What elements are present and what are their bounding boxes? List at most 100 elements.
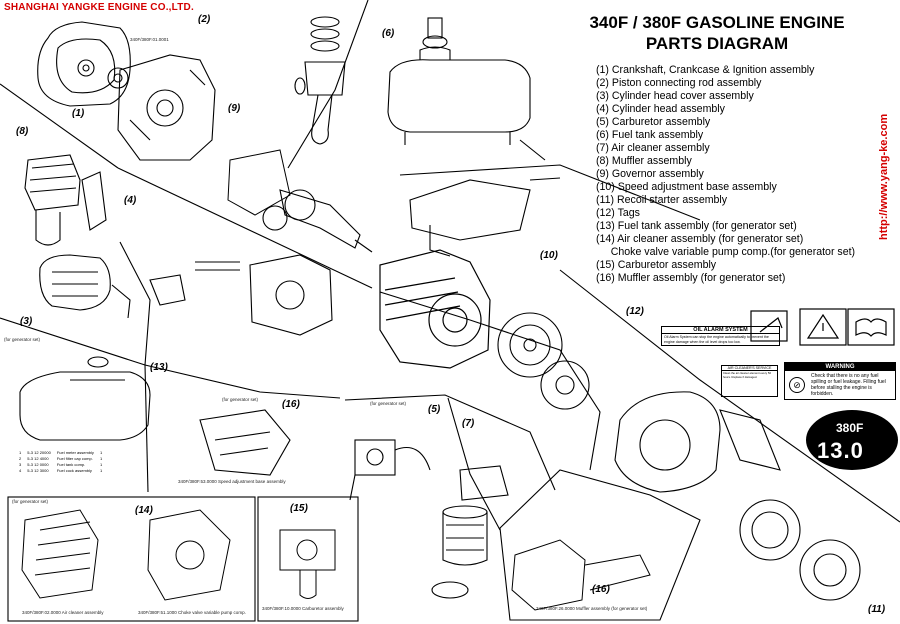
legend-item: (3) Cylinder head cover assembly	[596, 90, 754, 102]
model-badge-shape	[806, 410, 898, 470]
air-cleaner-service-title: AIR CLEANER'S SERVICE	[722, 366, 777, 371]
legend-item: (15) Carburetor assembly	[596, 259, 717, 271]
company-name: SHANGHAI YANGKE ENGINE CO.,LTD.	[4, 2, 194, 13]
air-cleaner-caption: 340F/380F.02.0000 Air cleaner assembly	[22, 610, 104, 615]
gen-muffler-drawing	[511, 539, 651, 611]
divider-line	[119, 241, 151, 366]
section-label-5: (5)	[428, 404, 441, 415]
section-label-16: (16)	[282, 399, 300, 410]
legend-item: (13) Fuel tank assembly (for generator s…	[596, 220, 797, 232]
section-label-1: (1)	[72, 108, 85, 119]
divider-line	[0, 83, 119, 169]
legend-item: (16) Muffler assembly (for generator set…	[596, 272, 786, 284]
gasket-drawing	[227, 149, 291, 216]
choke-valve-caption: 340F/380F.51.1000 Choke valve variable p…	[138, 610, 246, 615]
divider-line	[399, 164, 701, 221]
legend-item: (9) Governor assembly	[596, 168, 704, 180]
flywheel-drawing	[497, 312, 590, 410]
tag-icons	[750, 308, 895, 346]
no-fire-icon: ⊘	[789, 377, 805, 393]
gen-muffler-caption: 340F/380F.26.0000 Muffler assembly (for …	[536, 606, 648, 611]
section-label-10: (10)	[540, 250, 558, 261]
section-label-4: (4)	[124, 195, 137, 206]
crankcase-drawing	[117, 54, 216, 161]
legend-item: (12) Tags	[596, 207, 640, 219]
model-badge-power: 13.0	[817, 438, 864, 463]
legend-item: (14) Air cleaner assembly (for generator…	[596, 233, 804, 245]
gen-carb-drawing	[279, 529, 336, 599]
speed-base-caption: 340F/380F.53.0000 Speed adjustment base …	[178, 479, 286, 484]
oil-alarm-title: OIL ALARM SYSTEM	[662, 327, 779, 334]
legend-item: (4) Cylinder head assembly	[596, 103, 725, 115]
gen-note-16: (for generator set)	[222, 397, 259, 402]
section-label-9: (9)	[228, 103, 241, 114]
assembly-legend: (1) Crankshaft, Crankcase & Ignition ass…	[596, 64, 855, 285]
legend-item: (5) Carburetor assembly	[596, 116, 711, 128]
box-14	[7, 496, 256, 622]
box-15	[257, 496, 359, 622]
legend-item: (6) Fuel tank assembly	[596, 129, 704, 141]
divider-line	[287, 0, 369, 169]
carburetor-caption: 340F/380F.10.0000 Carburetor assembly	[262, 606, 344, 611]
air-cleaner-service-tag: AIR CLEANER'S SERVICE Clean the air clea…	[721, 365, 778, 397]
tag-warning-icon	[799, 308, 847, 346]
section-label-16-muffler: (16)	[592, 584, 610, 595]
gen-note-5: (for generator set)	[370, 401, 407, 406]
air-cleaner-service-text: Clean the air cleaner element every 50 h…	[723, 371, 772, 379]
section-label-6: (6)	[382, 28, 395, 39]
legend-item: (11) Recoil starter assembly	[596, 194, 728, 206]
section-label-8: (8)	[16, 126, 29, 137]
piston-drawing	[294, 16, 346, 145]
gen-air-cleaner-drawing	[21, 509, 231, 601]
section-label-12: (12)	[626, 306, 644, 317]
oil-alarm-tag: OIL ALARM SYSTEM Oil Alarm System can st…	[661, 326, 780, 346]
fuel-tank-drawing	[387, 17, 531, 145]
section-label-14: (14)	[135, 505, 153, 516]
legend-item: (10) Speed adjustment base assembly	[596, 181, 777, 193]
cover-part-code: 340F/380F.01.0001	[130, 37, 169, 42]
recoil-starter-drawing	[614, 391, 861, 601]
muffler-drawing	[24, 154, 107, 246]
legend-item: (1) Crankshaft, Crankcase & Ignition ass…	[596, 64, 815, 76]
diagram-title: 340F / 380F GASOLINE ENGINE PARTS DIAGRA…	[572, 12, 862, 54]
box-16b	[499, 469, 701, 621]
legend-item: (7) Air cleaner assembly	[596, 142, 710, 154]
crankshaft-drawing	[262, 189, 373, 253]
head-cover-drawing	[39, 254, 131, 319]
cylinder-head-drawing	[149, 254, 333, 336]
website-url: http://www.yang-ke.com	[878, 113, 890, 240]
oil-alarm-text: Oil Alarm System can stop the engine aut…	[664, 335, 769, 344]
section-label-15: (15)	[290, 503, 308, 514]
tag-manual-icon	[847, 308, 895, 346]
divider-line	[379, 291, 601, 471]
carburetor-drawing	[349, 439, 431, 501]
warning-title: WARNING	[785, 363, 895, 371]
air-cleaner-drawing	[431, 465, 509, 599]
divider-line	[447, 397, 501, 531]
gen-note-13: (for generator set)	[4, 337, 41, 342]
speed-base-drawing	[409, 139, 561, 257]
legend-item: (8) Muffler assembly	[596, 155, 692, 167]
divider-line	[0, 317, 341, 399]
section-label-2: (2)	[198, 14, 211, 25]
warning-text: Check that there is no any fuel spilling…	[811, 373, 886, 397]
divider-line	[559, 269, 900, 523]
crankcase-cover-drawing	[37, 21, 131, 107]
gen-note-14: (for generator set)	[12, 499, 49, 504]
section-label-13: (13)	[150, 362, 168, 373]
divider-line	[144, 364, 149, 493]
gen-fuel-tank-drawing	[19, 356, 151, 441]
title-line-1: 340F / 380F GASOLINE ENGINE	[589, 13, 845, 32]
title-line-2: PARTS DIAGRAM	[645, 34, 789, 53]
engine-block-drawing	[379, 249, 491, 369]
legend-item: Choke valve variable pump comp.(for gene…	[596, 246, 856, 258]
divider-line	[344, 394, 556, 491]
section-label-11: (11)	[868, 604, 886, 615]
